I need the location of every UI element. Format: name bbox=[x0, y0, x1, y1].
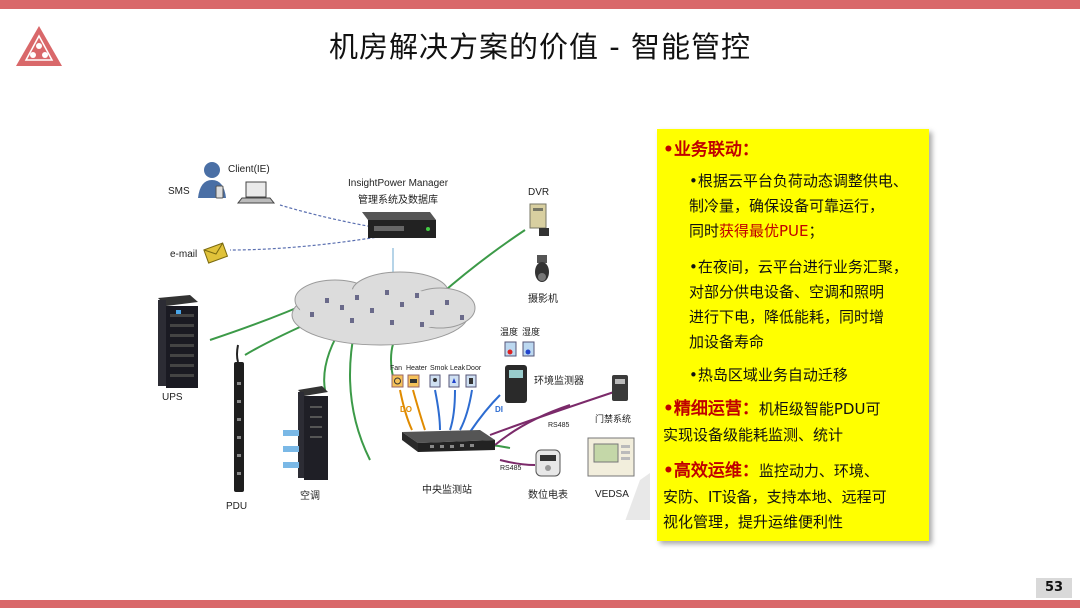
power-meter-icon bbox=[535, 449, 561, 477]
client-user-icon bbox=[198, 162, 226, 199]
client-label: Client(IE) bbox=[228, 164, 270, 175]
leak-sensor-icon bbox=[448, 374, 460, 388]
bottom-accent-bar bbox=[0, 600, 1080, 608]
air-conditioner-icon bbox=[283, 386, 328, 480]
ups-label: UPS bbox=[162, 392, 183, 403]
sms-label: SMS bbox=[168, 186, 190, 197]
ipm-sub-label: 管理系统及数据库 bbox=[358, 193, 438, 206]
fan-icon bbox=[391, 374, 404, 388]
station-label: 中央监测站 bbox=[422, 483, 472, 496]
pdu-strip-icon bbox=[234, 344, 244, 492]
efficient-maintenance-line-1: •高效运维：监控动力、环境、 bbox=[663, 459, 879, 484]
network-diagram: Client(IE) SMS e-mail InsightPower Manag… bbox=[158, 162, 650, 520]
cloud-network-icon bbox=[291, 271, 476, 346]
linkage-bullet-1-line-2: 制冷量，确保设备可靠运行， bbox=[689, 197, 885, 215]
central-station-icon bbox=[402, 430, 495, 452]
ups-cabinet-icon bbox=[158, 295, 198, 388]
server-icon bbox=[362, 212, 436, 238]
door-sensor-icon bbox=[465, 374, 477, 388]
text-segment: 同时 bbox=[689, 222, 720, 240]
text-segment: 机柜级智能PDU可 bbox=[758, 400, 881, 418]
pdu-label: PDU bbox=[226, 501, 247, 512]
fan-label: Fan bbox=[390, 365, 402, 372]
meter-label: 数位电表 bbox=[528, 488, 568, 501]
laptop-icon bbox=[236, 181, 276, 204]
fine-operation-line-2: 实现设备级能耗监测、统计 bbox=[663, 426, 844, 444]
thermometer-icon bbox=[504, 341, 517, 357]
ac-label: 空调 bbox=[300, 489, 320, 502]
highlight-pue: 获得最优PUE bbox=[719, 222, 809, 240]
smoke-label: Smok bbox=[430, 365, 448, 372]
page-title: 机房解决方案的价值 - 智能管控 bbox=[329, 30, 751, 64]
di-label: DI bbox=[495, 405, 503, 414]
company-logo-icon bbox=[16, 26, 62, 66]
camera-label: 摄影机 bbox=[528, 292, 558, 305]
vedsa-label: VEDSA bbox=[595, 489, 629, 500]
smoke-sensor-icon bbox=[429, 374, 441, 388]
linkage-bullet-2-line-2: 对部分供电设备、空调和照明 bbox=[689, 283, 885, 301]
linkage-bullet-1-line-3: 同时获得最优PUE； bbox=[689, 219, 824, 244]
leak-label: Leak bbox=[450, 365, 466, 372]
rs485-label-b: RS485 bbox=[500, 465, 522, 472]
section-heading-operation: •精细运营： bbox=[663, 399, 759, 419]
value-summary-panel: •业务联动： •根据云平台负荷动态调整供电、 制冷量，确保设备可靠运行， 同时获… bbox=[657, 129, 929, 541]
camera-icon bbox=[535, 255, 549, 282]
heater-label: Heater bbox=[406, 365, 428, 372]
email-label: e-mail bbox=[170, 249, 197, 260]
dvr-label: DVR bbox=[528, 187, 549, 198]
text-segment: ； bbox=[808, 222, 824, 240]
linkage-bullet-3: •热岛区域业务自动迁移 bbox=[689, 366, 848, 384]
temp-label: 温度 bbox=[500, 326, 518, 337]
page-number: 53 bbox=[1036, 578, 1072, 598]
access-control-icon bbox=[612, 375, 628, 401]
efficient-maintenance-line-2: 安防、IT设备，支持本地、远程可 bbox=[663, 488, 887, 506]
ipm-label: InsightPower Manager bbox=[348, 178, 449, 189]
door-label: Door bbox=[466, 365, 482, 372]
top-accent-bar bbox=[0, 0, 1080, 9]
rs485-label-a: RS485 bbox=[548, 422, 570, 429]
callout-pointer bbox=[625, 472, 650, 520]
env-label: 环境监测器 bbox=[534, 374, 584, 387]
section-heading-linkage: •业务联动： bbox=[663, 140, 759, 160]
dvr-icon bbox=[529, 203, 549, 236]
linkage-bullet-2-line-4: 加设备寿命 bbox=[689, 333, 765, 351]
email-icon bbox=[203, 242, 229, 264]
humid-label: 湿度 bbox=[522, 326, 540, 337]
do-label: DO bbox=[400, 405, 412, 414]
access-label: 门禁系统 bbox=[595, 413, 631, 424]
efficient-maintenance-line-3: 视化管理，提升运维便利性 bbox=[663, 513, 844, 531]
vedsa-device-icon bbox=[587, 437, 635, 477]
heater-icon bbox=[407, 374, 420, 388]
linkage-bullet-1-line-1: •根据云平台负荷动态调整供电、 bbox=[689, 172, 908, 190]
linkage-bullet-2-line-3: 进行下电，降低能耗，同时增 bbox=[689, 308, 885, 326]
linkage-bullet-2-line-1: •在夜间，云平台进行业务汇聚， bbox=[689, 258, 908, 276]
fine-operation-line-1: •精细运营：机柜级智能PDU可 bbox=[663, 397, 880, 422]
humidity-icon bbox=[522, 341, 535, 357]
text-segment: 监控动力、环境、 bbox=[758, 462, 879, 480]
env-monitor-icon bbox=[505, 365, 527, 403]
section-heading-maintenance: •高效运维： bbox=[663, 461, 759, 481]
